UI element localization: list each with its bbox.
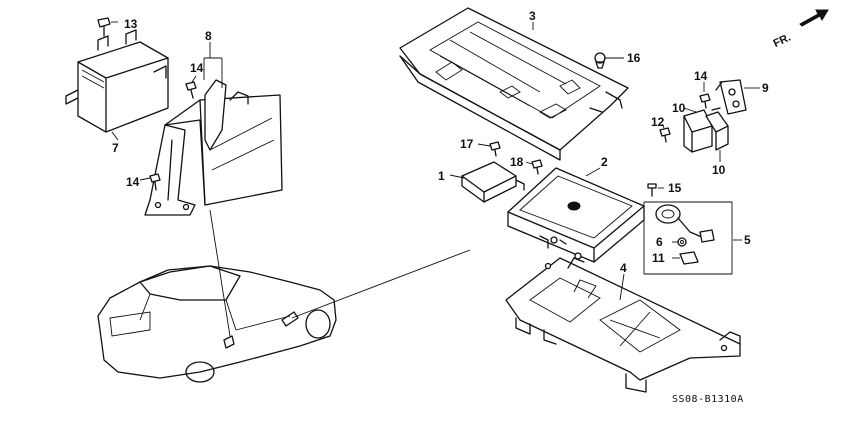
callout-4: 4 — [620, 261, 627, 275]
callout-12: 12 — [651, 115, 665, 129]
bolt-part-14-right — [699, 93, 711, 109]
relay-part-10-lower — [705, 107, 729, 151]
callout-5: 5 — [744, 233, 751, 247]
callout-9: 9 — [762, 81, 769, 95]
module-part-1 — [461, 161, 525, 203]
callout-leaders — [111, 22, 760, 301]
sensor-part-5 — [655, 204, 715, 243]
group-box-part-5 — [643, 201, 733, 275]
bolt-part-14-upper — [185, 81, 197, 99]
front-direction-arrow: FR. — [772, 9, 829, 50]
vehicle-silhouette — [97, 265, 337, 383]
callout-8: 8 — [205, 29, 212, 43]
clip-part-11 — [679, 251, 699, 265]
front-direction-label: FR. — [772, 32, 793, 50]
bolt-part-12 — [659, 127, 671, 143]
callout-6: 6 — [656, 235, 663, 249]
bracket-part-9 — [715, 79, 747, 115]
callout-14-right: 14 — [694, 69, 708, 83]
callout-10-upper: 10 — [672, 101, 686, 115]
bracket-part-8 — [144, 79, 283, 216]
callout-15: 15 — [668, 181, 682, 195]
ecu-part-2 — [507, 167, 645, 263]
bolt-part-17 — [489, 141, 501, 157]
cover-part-3 — [399, 7, 629, 161]
callout-10-lower: 10 — [712, 163, 726, 177]
callout-11: 11 — [652, 251, 665, 265]
callout-14-lower: 14 — [126, 175, 140, 189]
callout-16: 16 — [627, 51, 641, 65]
relay-part-10-upper — [683, 109, 713, 153]
clip-part-16 — [594, 52, 606, 69]
base-plate-part-4 — [505, 257, 741, 393]
callout-2: 2 — [601, 155, 608, 169]
bolt-part-18 — [531, 159, 543, 175]
control-unit-part-7 — [65, 29, 169, 133]
callout-17: 17 — [460, 137, 474, 151]
callout-18: 18 — [510, 155, 524, 169]
callout-7: 7 — [112, 141, 119, 155]
callout-1: 1 — [438, 169, 445, 183]
leader-car-to-ecu — [291, 249, 471, 319]
callout-14-upper: 14 — [190, 61, 204, 75]
callout-3: 3 — [529, 9, 536, 23]
bolt-part-14-lower — [149, 173, 161, 191]
leader-car-to-bracket — [209, 209, 231, 337]
diagram-code: SS08-B1310A — [672, 394, 744, 405]
nut-part-6 — [677, 237, 687, 247]
callout-13: 13 — [124, 17, 138, 31]
bolt-part-13 — [97, 17, 118, 37]
screw-part-15 — [647, 183, 657, 197]
